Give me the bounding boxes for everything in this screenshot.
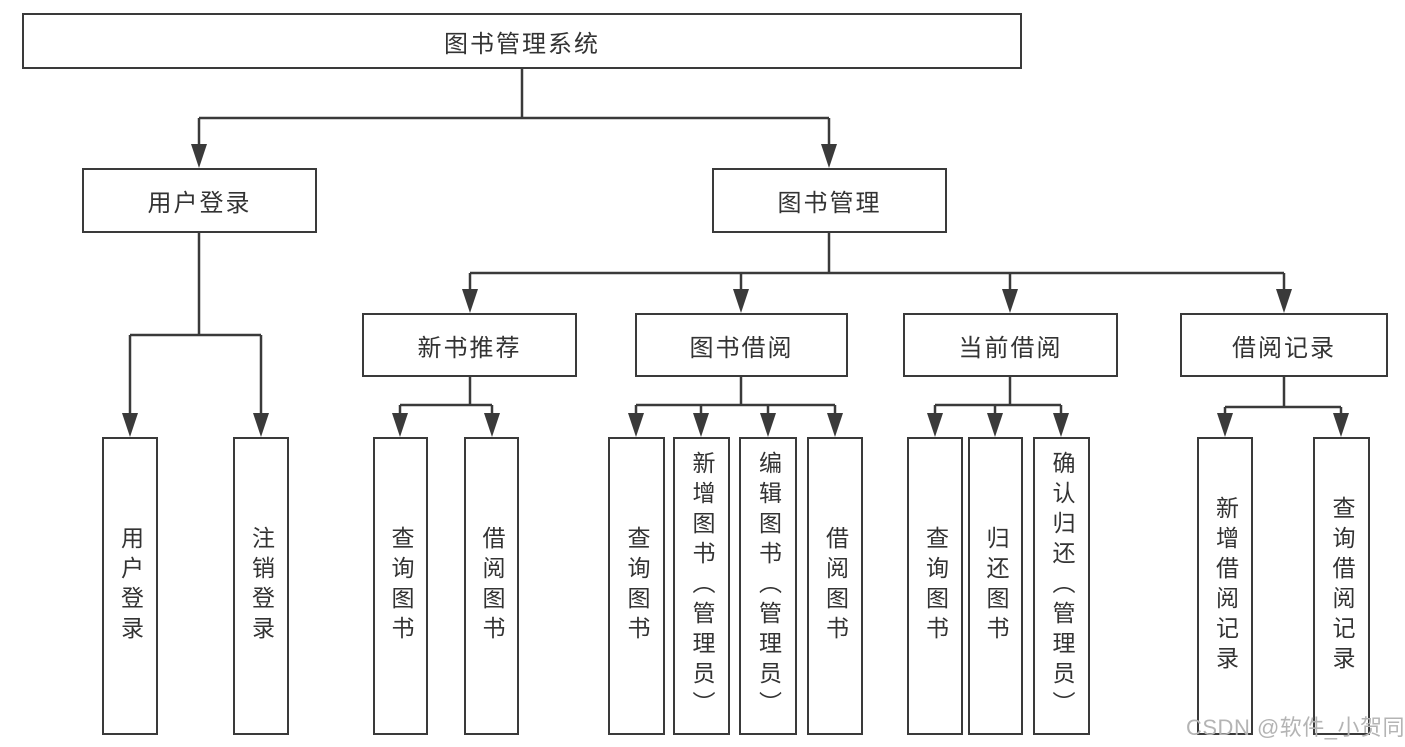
node-label: 注销登录 [248, 526, 275, 646]
connector-new-book-recommend-children [398, 377, 494, 418]
node-leaf-cb-return-books: 归还图书 [968, 437, 1023, 735]
node-borrowing-records: 借阅记录 [1180, 313, 1388, 377]
node-label: 图书管理 [777, 190, 882, 217]
node-label: 新书推荐 [417, 334, 522, 362]
arrowhead-current-borrowing [1002, 289, 1018, 313]
node-label: 图书管理系统 [444, 30, 600, 58]
node-leaf-cb-confirm-return-admin: 确认归还（管理员） [1033, 437, 1090, 735]
node-leaf-cb-query-books: 查询图书 [907, 437, 963, 735]
arrowhead-cb-confirm-return [1053, 413, 1069, 437]
node-label: 编辑图书（管理员） [755, 451, 782, 721]
connector-root-to-level2 [197, 69, 831, 150]
connector-borrowing-records-children [1223, 377, 1343, 418]
arrowhead-borrowing-records [1276, 289, 1292, 313]
node-leaf-bb-add-books-admin: 新增图书（管理员） [673, 437, 730, 735]
node-label: 查询借阅记录 [1329, 496, 1355, 676]
arrowhead-br-add-record [1217, 413, 1233, 437]
arrowhead-bb-add-books [693, 413, 709, 437]
node-label: 归还图书 [983, 526, 1009, 646]
node-label: 新增借阅记录 [1212, 496, 1239, 676]
csdn-watermark: CSDN @软件_小贺同学 [1186, 715, 1405, 740]
node-label: 借阅图书 [822, 526, 849, 646]
node-current-borrowing: 当前借阅 [903, 313, 1118, 377]
arrowhead-br-query-record [1333, 413, 1349, 437]
node-leaf-logout: 注销登录 [233, 437, 289, 735]
connector-current-borrowing-children [933, 377, 1063, 418]
node-new-book-recommend: 新书推荐 [362, 313, 577, 377]
node-label: 借阅图书 [479, 526, 505, 646]
arrowhead-new-book-recommend [462, 289, 478, 313]
node-label: 用户登录 [147, 190, 252, 217]
node-leaf-br-add-record: 新增借阅记录 [1197, 437, 1253, 735]
node-leaf-bb-query-books: 查询图书 [608, 437, 665, 735]
node-book-management: 图书管理 [712, 168, 947, 233]
node-label: 确认归还（管理员） [1049, 451, 1075, 721]
arrowhead-bb-borrow-books [827, 413, 843, 437]
connector-user-login-children [128, 233, 263, 418]
node-leaf-bb-borrow-books: 借阅图书 [807, 437, 863, 735]
arrowhead-cb-return-books [987, 413, 1003, 437]
node-label: 查询图书 [922, 526, 949, 646]
node-label: 新增图书（管理员） [689, 451, 715, 721]
node-label: 借阅记录 [1232, 334, 1336, 362]
node-library-management-system: 图书管理系统 [22, 13, 1022, 69]
connector-book-management-children [468, 233, 1286, 294]
node-label: 用户登录 [117, 526, 144, 646]
node-label: 查询图书 [388, 526, 414, 646]
connector-book-borrowing-children [634, 377, 837, 418]
arrowhead-cb-query-books [927, 413, 943, 437]
arrowhead-book-management [821, 144, 837, 168]
arrowhead-nbr-query-books [392, 413, 408, 437]
node-user-login: 用户登录 [82, 168, 317, 233]
node-leaf-user-login: 用户登录 [102, 437, 158, 735]
arrowhead-book-borrowing [733, 289, 749, 313]
arrowhead-bb-query-books [628, 413, 644, 437]
node-label: 查询图书 [624, 526, 650, 646]
node-leaf-nbr-query-books: 查询图书 [373, 437, 428, 735]
node-label: 图书借阅 [689, 334, 794, 362]
arrowhead-logout-leaf [253, 413, 269, 437]
arrowhead-nbr-borrow-books [484, 413, 500, 437]
arrowhead-user-login [191, 144, 207, 168]
arrowhead-user-login-leaf [122, 413, 138, 437]
node-label: 当前借阅 [958, 334, 1063, 362]
node-leaf-nbr-borrow-books: 借阅图书 [464, 437, 519, 735]
node-leaf-bb-edit-books-admin: 编辑图书（管理员） [739, 437, 797, 735]
node-leaf-br-query-record: 查询借阅记录 [1313, 437, 1370, 735]
node-book-borrowing: 图书借阅 [635, 313, 848, 377]
arrowhead-bb-edit-books [760, 413, 776, 437]
